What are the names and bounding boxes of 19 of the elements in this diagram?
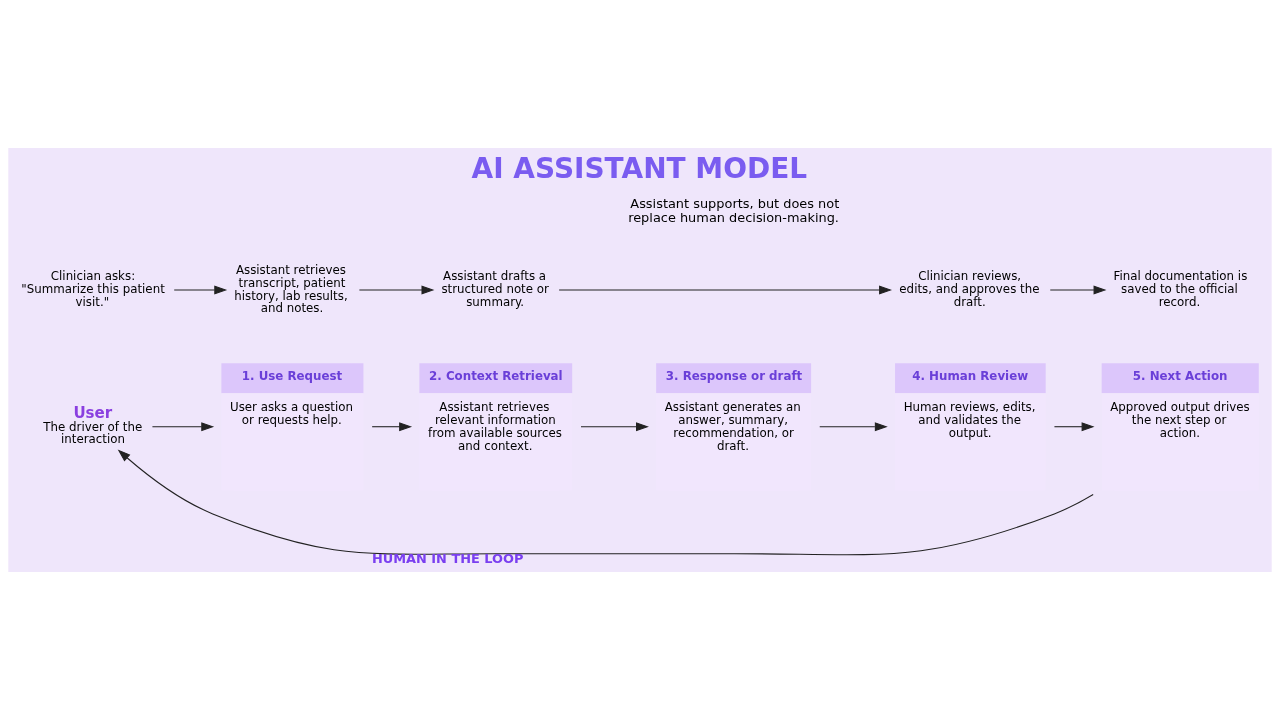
- arrow: [371, 422, 413, 432]
- node-text: User The driver of the interaction: [43, 404, 143, 446]
- node-text: Clinician reviews, edits, and approves the draft.: [899, 269, 1040, 309]
- node-text: Clinician asks: "Summarize this patient visit.": [21, 269, 165, 309]
- arrow: [819, 422, 888, 432]
- edge-label: HUMAN IN THE LOOP: [371, 550, 524, 566]
- label: Assistant supports, but does not replace human decision-making.: [628, 195, 840, 225]
- node-text: Assistant retrieves transcript, patient history, lab results, and notes.: [234, 262, 348, 316]
- arrow: [117, 449, 1094, 556]
- diagram-title: AI ASSISTANT MODEL: [471, 151, 808, 185]
- node-text: Assistant drafts a structured note or summary.: [441, 269, 549, 309]
- arrow: [151, 422, 215, 432]
- arrow: [358, 285, 435, 295]
- node-text: Final documentation is saved to the official record.: [1113, 269, 1248, 309]
- arrow: [173, 285, 228, 295]
- arrow: [558, 285, 892, 295]
- arrow: [1053, 422, 1095, 432]
- arrow: [580, 422, 649, 432]
- arrow: [1049, 285, 1107, 295]
